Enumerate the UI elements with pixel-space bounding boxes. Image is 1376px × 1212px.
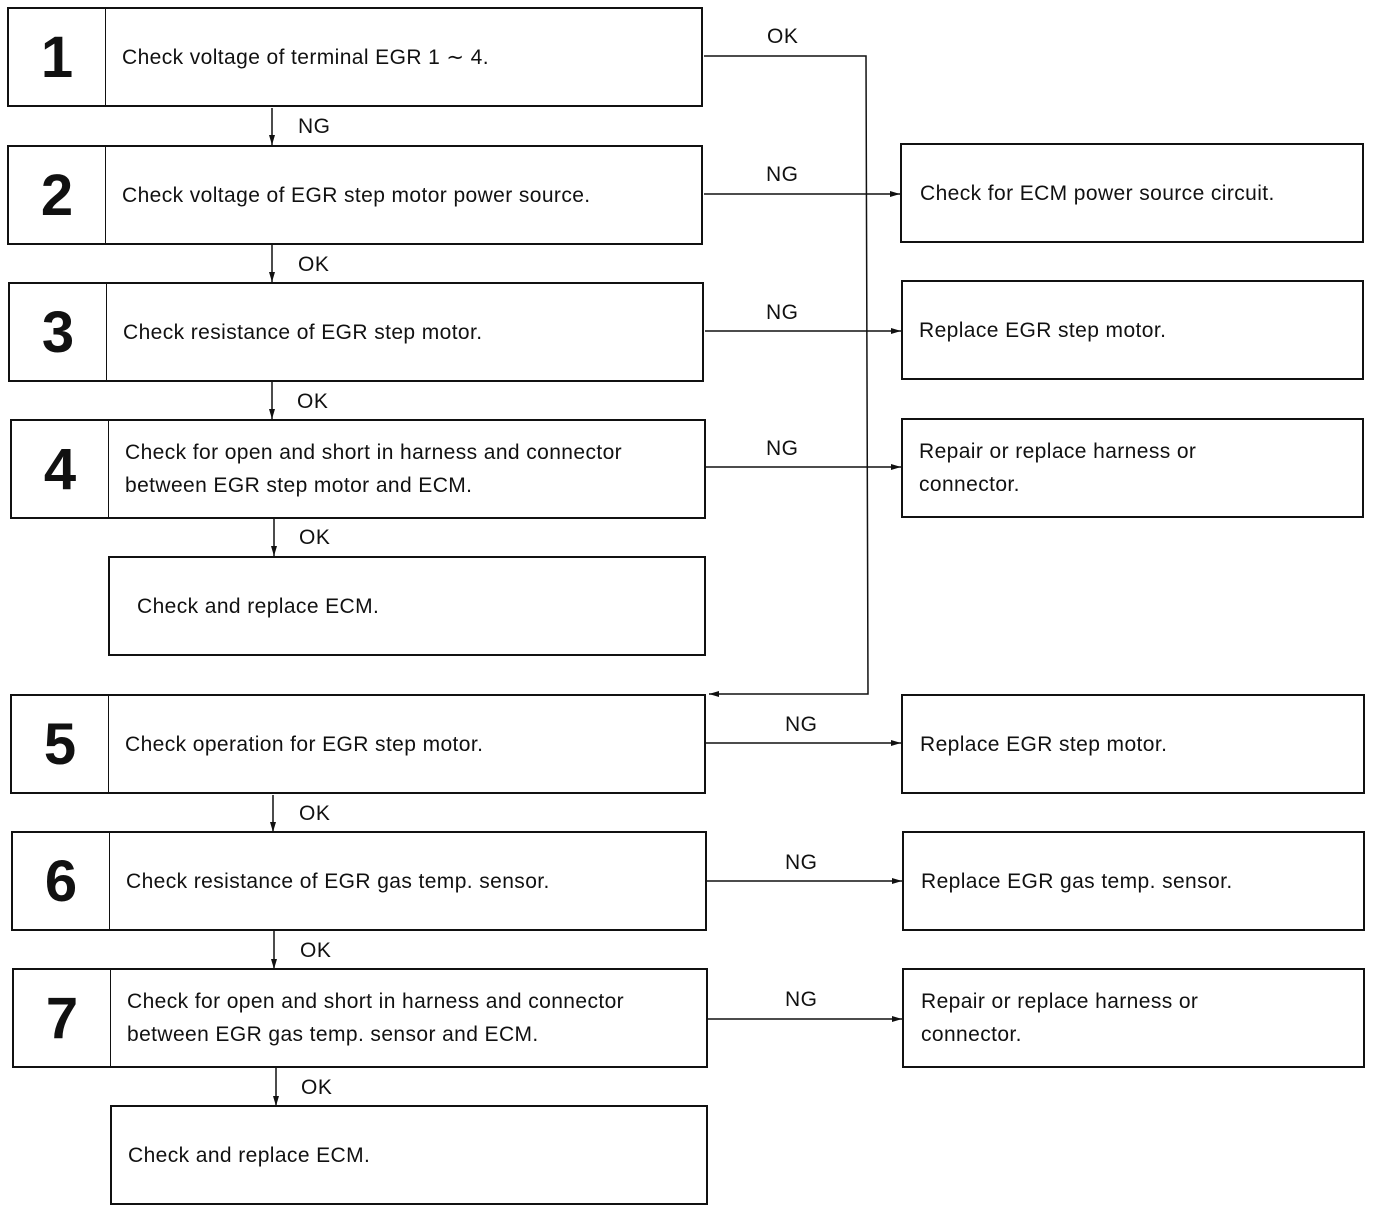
step-text: Check voltage of terminal EGR 1 ∼ 4. [122, 45, 489, 69]
step-number: 2 [9, 147, 106, 243]
ecm-check-box-1: Check and replace ECM. [108, 556, 706, 656]
outcome-ecm-power-circuit: Check for ECM power source circuit. [900, 143, 1364, 243]
label-step6-down: OK [300, 939, 332, 962]
label-step4-down: OK [299, 526, 331, 549]
step-text: Check resistance of EGR gas temp. sensor… [126, 869, 550, 893]
outcome-text: Check for ECM power source circuit. [920, 181, 1275, 205]
step-text: Check operation for EGR step motor. [125, 732, 484, 756]
label-step3-ng: NG [766, 301, 799, 324]
outcome-replace-step-motor-1: Replace EGR step motor. [901, 280, 1364, 380]
ecm-check-text: Check and replace ECM. [128, 1143, 371, 1167]
step-number: 7 [14, 970, 111, 1066]
outcome-text: Replace EGR step motor. [919, 318, 1167, 342]
label-step1-down: NG [298, 115, 331, 138]
step-text: Check voltage of EGR step motor power so… [122, 183, 591, 207]
outcome-replace-step-motor-2: Replace EGR step motor. [901, 694, 1365, 794]
outcome-text: Repair or replace harness or connector. [921, 990, 1199, 1046]
step-1-box: 1 Check voltage of terminal EGR 1 ∼ 4. [7, 7, 703, 107]
label-step6-ng: NG [785, 851, 818, 874]
outcome-repair-harness-1: Repair or replace harness or connector. [901, 418, 1364, 518]
step-text: Check for open and short in harness and … [127, 990, 625, 1046]
ecm-check-text: Check and replace ECM. [137, 594, 380, 618]
step-number: 1 [9, 9, 106, 105]
outcome-text: Repair or replace harness or connector. [919, 440, 1197, 496]
step-number: 4 [12, 421, 109, 517]
outcome-repair-harness-2: Repair or replace harness or connector. [902, 968, 1365, 1068]
step-7-box: 7 Check for open and short in harness an… [12, 968, 708, 1068]
step-2-box: 2 Check voltage of EGR step motor power … [7, 145, 703, 245]
step-3-box: 3 Check resistance of EGR step motor. [8, 282, 704, 382]
outcome-text: Replace EGR gas temp. sensor. [921, 869, 1233, 893]
label-step3-down: OK [297, 390, 329, 413]
step-number: 5 [12, 696, 109, 792]
step-number: 3 [10, 284, 107, 380]
label-step2-ng: NG [766, 163, 799, 186]
step-text: Check resistance of EGR step motor. [123, 320, 483, 344]
label-step7-down: OK [301, 1076, 333, 1099]
label-step5-down: OK [299, 802, 331, 825]
label-step7-ng: NG [785, 988, 818, 1011]
label-step4-ng: NG [766, 437, 799, 460]
step-6-box: 6 Check resistance of EGR gas temp. sens… [11, 831, 707, 931]
step-text: Check for open and short in harness and … [125, 441, 623, 497]
label-step5-ng: NG [785, 713, 818, 736]
step-5-box: 5 Check operation for EGR step motor. [10, 694, 706, 794]
outcome-text: Replace EGR step motor. [920, 732, 1168, 756]
ok-bypass-line [704, 55, 869, 697]
ecm-check-box-2: Check and replace ECM. [110, 1105, 708, 1205]
label-step2-down: OK [298, 253, 330, 276]
step-4-box: 4 Check for open and short in harness an… [10, 419, 706, 519]
label-step1-ok: OK [767, 25, 799, 48]
step-number: 6 [13, 833, 110, 929]
outcome-replace-gas-temp-sensor: Replace EGR gas temp. sensor. [902, 831, 1365, 931]
